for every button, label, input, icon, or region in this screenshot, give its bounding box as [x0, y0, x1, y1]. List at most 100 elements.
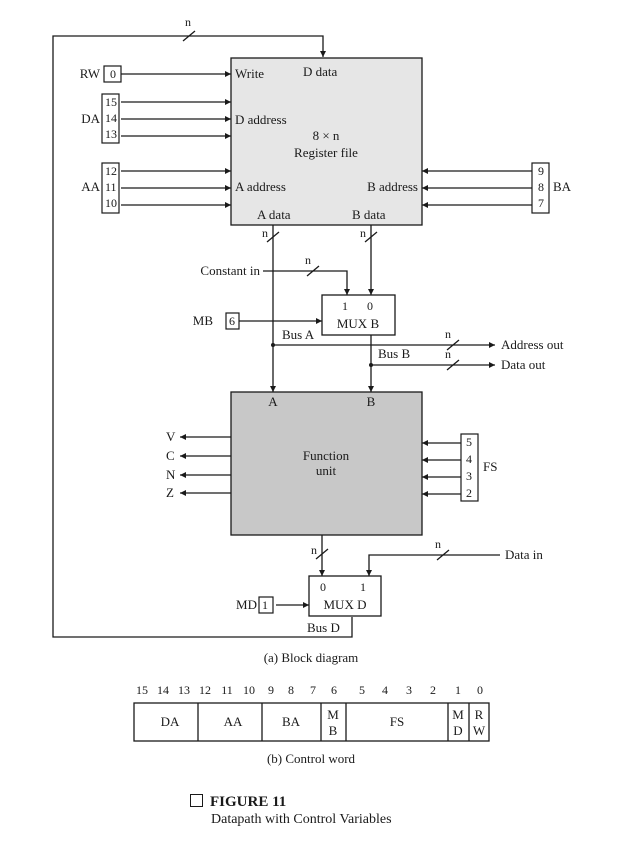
figure-marker-square	[190, 794, 203, 807]
cw-field-mb-line1: M	[327, 707, 339, 722]
data-in-width-slash	[436, 549, 450, 561]
mb-bit: 6	[229, 314, 235, 328]
bus-width-slash	[182, 30, 196, 42]
control-word-caption: (b) Control word	[267, 751, 356, 766]
d-data-port-label: D data	[303, 64, 338, 79]
status-n-label: N	[166, 467, 176, 482]
cw-field-md-line2: D	[453, 723, 462, 738]
cw-field-da: DA	[161, 714, 180, 729]
block-diagram-caption: (a) Block diagram	[264, 650, 359, 665]
cw-bit-7: 7	[310, 683, 316, 697]
figure-title: FIGURE 11	[190, 794, 286, 811]
fs-bit-4: 4	[466, 452, 472, 466]
ba-bit-9: 9	[538, 164, 544, 178]
function-unit-a-label: A	[268, 394, 278, 409]
ba-bit-8: 8	[538, 180, 544, 194]
b-address-port-label: B address	[367, 179, 418, 194]
mux-d-block	[308, 575, 382, 617]
da-bit-box	[101, 93, 120, 144]
function-unit-block	[230, 391, 423, 536]
bus-d-feedback-line	[52, 35, 353, 638]
md-bit-box	[258, 596, 274, 614]
da-bit-13: 13	[105, 127, 117, 141]
cw-bit-2: 2	[430, 683, 436, 697]
bus-a-width-label: n	[262, 226, 268, 240]
function-unit-b-label: B	[367, 394, 376, 409]
da-bit-14: 14	[105, 111, 117, 125]
fs-label: FS	[483, 459, 497, 474]
data-in-label: Data in	[505, 547, 543, 562]
register-file-block	[230, 57, 423, 226]
fs-bit-box	[460, 433, 479, 502]
d-address-port-label: D address	[235, 112, 287, 127]
figure-subtitle: Datapath with Control Variables	[211, 812, 392, 827]
bus-d-label: Bus D	[307, 620, 340, 635]
ba-bit-7: 7	[538, 196, 544, 210]
cw-bit-13: 13	[178, 683, 190, 697]
write-port-label: Write	[235, 66, 264, 81]
register-file-size-label: 8 × n	[313, 128, 340, 143]
aa-bit-box	[101, 162, 120, 214]
mux-b-title: MUX B	[337, 316, 380, 331]
cw-bit-15: 15	[136, 683, 148, 697]
address-out-width-label: n	[445, 327, 451, 341]
status-v-label: V	[166, 429, 176, 444]
control-word-bit-numbers: 15 14 13 12 11 10 9 8 7 6 5 4 3 2 1 0	[136, 683, 483, 697]
cw-field-rw-line2: W	[473, 723, 486, 738]
aa-bit-12: 12	[105, 164, 117, 178]
control-word-box	[133, 702, 490, 742]
cw-bit-0: 0	[477, 683, 483, 697]
rw-label: RW	[80, 66, 101, 81]
mux-d-input-0: 0	[320, 580, 326, 594]
function-unit-title-line1: Function	[303, 448, 350, 463]
status-c-label: C	[166, 448, 175, 463]
bus-a-label: Bus A	[282, 327, 315, 342]
cw-bit-3: 3	[406, 683, 412, 697]
fs-bit-2: 2	[466, 486, 472, 500]
aa-label: AA	[81, 179, 100, 194]
mux-b-input-0: 0	[367, 299, 373, 313]
a-address-port-label: A address	[235, 179, 286, 194]
mux-b-block	[321, 294, 396, 336]
md-bit: 1	[262, 598, 268, 612]
address-out-width-slash	[446, 339, 460, 351]
mux-b-input-1: 1	[342, 299, 348, 313]
ba-label: BA	[553, 179, 572, 194]
address-out-label: Address out	[501, 337, 564, 352]
cw-bit-14: 14	[157, 683, 169, 697]
cw-field-md-line1: M	[452, 707, 464, 722]
cw-bit-1: 1	[455, 683, 461, 697]
cw-bit-5: 5	[359, 683, 365, 697]
constant-in-width-label: n	[305, 253, 311, 267]
function-unit-title-line2: unit	[316, 463, 337, 478]
data-out-label: Data out	[501, 357, 546, 372]
b-data-width-label: n	[360, 226, 366, 240]
cw-bit-6: 6	[331, 683, 337, 697]
data-out-width-label: n	[445, 347, 451, 361]
register-file-title: Register file	[294, 145, 358, 160]
cw-bit-12: 12	[199, 683, 211, 697]
da-bit-15: 15	[105, 95, 117, 109]
cw-bit-9: 9	[268, 683, 274, 697]
md-label: MD	[236, 597, 257, 612]
aa-bit-10: 10	[105, 196, 117, 210]
fs-bit-3: 3	[466, 469, 472, 483]
mux-d-input-1: 1	[360, 580, 366, 594]
figure-title-text: FIGURE 11	[210, 794, 287, 810]
constant-in-label: Constant in	[200, 263, 260, 278]
bus-a-width-slash	[266, 231, 280, 243]
b-data-port-label: B data	[352, 207, 386, 222]
fs-bit-5: 5	[466, 435, 472, 449]
cw-field-fs: FS	[390, 714, 404, 729]
cw-field-aa: AA	[224, 714, 243, 729]
data-in-line	[366, 554, 500, 576]
data-in-width-label: n	[435, 537, 441, 551]
cw-field-mb-line2: B	[329, 723, 338, 738]
rw-bit: 0	[110, 67, 116, 81]
function-out-width-label: n	[311, 543, 317, 557]
cw-bit-4: 4	[382, 683, 388, 697]
a-data-port-label: A data	[257, 207, 291, 222]
cw-field-ba: BA	[282, 714, 301, 729]
constant-in-width-slash	[306, 265, 320, 277]
